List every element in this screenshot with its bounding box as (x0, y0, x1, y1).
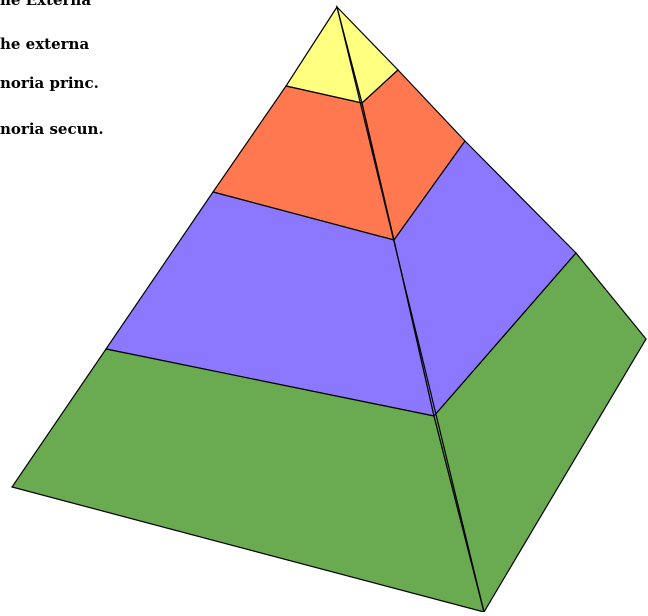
right-face (335, 4, 647, 614)
level-label-2: he externa (0, 35, 90, 53)
level-label-4: noria secun. (0, 120, 104, 138)
left-face (11, 5, 485, 613)
center-ridge-edge (336, 6, 485, 613)
level-label-3: noria princ. (0, 74, 99, 92)
level-label-1: he Externa (0, 0, 92, 9)
